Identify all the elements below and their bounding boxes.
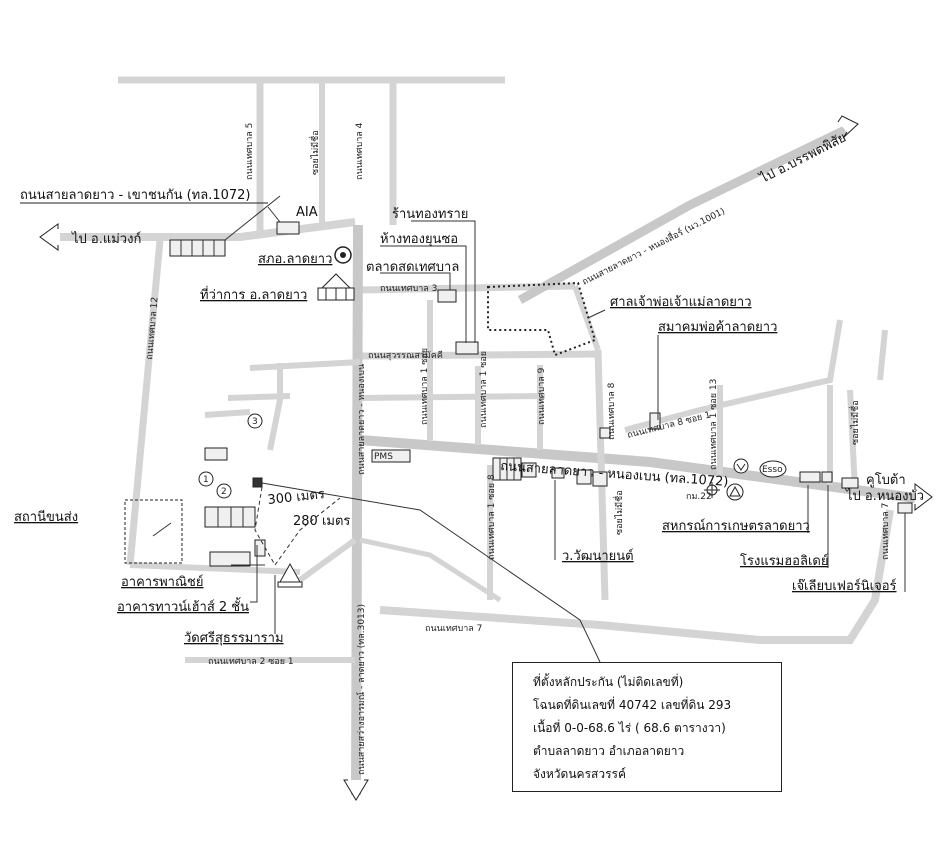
leader-lines [152, 195, 906, 663]
label-district-office: ที่ว่าการ อ.ลาดยาว [200, 286, 307, 303]
label-road-thesaban1-soi2: ถนนเทศบาล 1 ซอย [479, 351, 489, 428]
label-road-thesaban4: ถนนเทศบาล 4 [355, 122, 365, 180]
label-road-thesaban2-soi1: ถนนเทศบาล 2 ซอย 1 [208, 657, 294, 667]
label-small-sign: PMS [374, 452, 393, 462]
label-merchant-assoc: สมาคมพ่อค้าลาดยาว [658, 320, 777, 335]
gas-station-icon [733, 458, 749, 474]
info-line-deed: โฉนดที่ดินเลขที่ 40742 เลขที่ดิน 293 [533, 698, 732, 712]
crosshair-icon [704, 482, 720, 498]
label-road-thesaban7-v: ถนนเทศบาล 7 [881, 503, 891, 560]
label-furniture: เจ๊เลียบเฟอร์นิเจอร์ [792, 578, 897, 594]
label-shrine: ศาลเจ้าพ่อเจ้าแม่ลาดยาว [610, 295, 752, 310]
label-bus-station: สถานีขนส่ง [14, 509, 78, 525]
label-road-thesaban5: ถนนเทศบาล 5 [245, 123, 255, 180]
label-esso: Esso [762, 465, 783, 475]
police-badge-icon [334, 246, 352, 264]
label-road-thesaban1-soi13: ถนนเทศบาล 1 ซอย 13 [709, 379, 719, 470]
info-line-area: เนื้อที่ 0-0-68.6 ไร่ ( 68.6 ตารางวา) [533, 721, 726, 735]
label-road-nongsue: ถนนสายลาดยาว - หนองสื่อร์ (นว.1001) [579, 204, 726, 288]
label-dist-300: 300 เมตร [267, 487, 326, 508]
label-to-banphotphisai: ไป อ.บรรพตพิสัย [757, 130, 849, 187]
label-townhouse: อาคารทาวน์เฮ้าส์ 2 ชั้น [117, 597, 249, 615]
label-gold-yun: ห้างทองยุนซอ [380, 232, 458, 247]
label-road-thesaban7: ถนนเทศบาล 7 [425, 624, 482, 634]
label-kubota: คูโบต้า [866, 472, 906, 488]
label-to-maewong: ไป อ.แม่วงก์ [71, 231, 141, 247]
label-commercial-bldg: อาคารพาณิชย์ [121, 574, 203, 590]
label-km22: กม.22 [686, 492, 712, 502]
label-road-thesaban1-soi: ถนนเทศบาล 1 ซอย [420, 348, 430, 425]
label-road-3013: ถนนสายสว่างอารมณ์ - ลาดยาว (ทล.3013) [355, 604, 367, 775]
label-gold-sai: ร้านทองทราย [392, 207, 468, 222]
label-road-thesaban1-soi8: ถนนเทศบาล 1 ซอย 8 [487, 474, 497, 560]
government-building-icon [317, 273, 355, 301]
label-circle-1: 1 [203, 475, 209, 485]
label-hotel: โรงแรมฮอลิเดย์ [740, 553, 828, 569]
label-road-thesaban8: ถนนเทศบาล 8 [607, 382, 617, 440]
temple-logo-icon [726, 483, 744, 501]
label-aia: AIA [296, 205, 318, 220]
label-road-thesaban3: ถนนเทศบาล 3 [380, 284, 437, 294]
label-road-thesaban9: ถนนเทศบาล 9 [537, 367, 547, 425]
label-road-ladyao-nongben-v: ถนนสายลาดยาว - หนองเบน [357, 364, 367, 475]
label-soi-unnamed-3: ซอยไม่มีชื่อ [848, 400, 861, 445]
label-wat-yon: ว.วัฒนายนต์ [562, 548, 634, 564]
temple-icon [277, 562, 303, 588]
label-coop: สหกรณ์การเกษตรลาดยาว [662, 518, 810, 534]
buildings [169, 221, 913, 567]
shrine-area [487, 281, 597, 357]
esso-logo-icon [759, 460, 787, 478]
label-police: สภอ.ลาดยาว [258, 252, 332, 267]
collateral-info-box: ที่ตั้งหลักประกัน (ไม่ติดเลขที่) โฉนดที่… [512, 662, 782, 792]
info-line-province: จังหวัดนครสวรรค์ [533, 767, 626, 781]
distance-route [254, 486, 341, 566]
label-to-nongbua: ไป อ.หนองบัว [845, 488, 924, 504]
label-soi-unnamed-2: ซอยไม่มีชื่อ [612, 490, 625, 535]
info-line-location: ที่ตั้งหลักประกัน (ไม่ติดเลขที่) [533, 675, 684, 689]
road-network [60, 76, 916, 796]
label-temple: วัดศรีสุธรรมาราม [184, 630, 284, 646]
info-line-district: ตำบลลาดยาว อำเภอลาดยาว [533, 744, 685, 758]
label-circle-3: 3 [252, 417, 258, 427]
label-road-suwan: ถนนสุวรรณสามัคคี [368, 350, 443, 361]
label-market: ตลาดสดเทศบาล [366, 260, 459, 275]
label-circle-2: 2 [221, 487, 227, 497]
label-road-thesaban12: ถนนเทศบาล 12 [145, 297, 160, 361]
road-arrow-icon [39, 115, 933, 801]
label-soi-unnamed: ซอยไม่มีชื่อ [308, 130, 321, 175]
label-road-1072-west: ถนนสายลาดยาว - เขาชนกัน (ทล.1072) [20, 188, 251, 203]
label-dist-280: 280 เมตร [293, 514, 350, 529]
